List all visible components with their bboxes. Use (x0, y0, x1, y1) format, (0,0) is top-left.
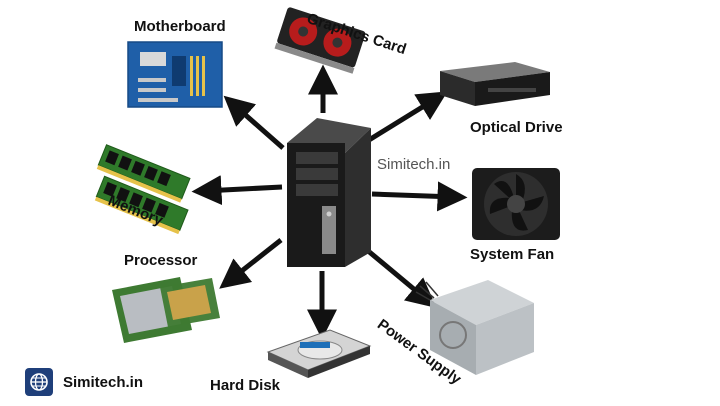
processor-image (112, 277, 220, 343)
label-motherboard: Motherboard (134, 18, 226, 35)
arrow-processor (219, 238, 283, 289)
motherboard-image (127, 41, 223, 108)
watermark-text: Simitech.in (377, 156, 451, 173)
arrow-motherboard (223, 95, 285, 150)
brand-name: Simitech.in (63, 373, 144, 391)
globe-icon (25, 368, 53, 396)
label-optical-drive: Optical Drive (470, 119, 563, 136)
arrow-system-fan (371, 181, 468, 212)
hard-disk-image (266, 329, 372, 378)
brand: Simitech.in (25, 368, 143, 396)
system-fan-image (472, 168, 560, 240)
power-supply-image (415, 280, 534, 375)
arrow-power-supply (365, 248, 437, 309)
arrow-optical-drive (367, 91, 448, 143)
memory-image (94, 144, 191, 235)
optical-drive-image (440, 62, 550, 106)
label-processor: Processor (124, 252, 198, 269)
graphics-card-image (274, 7, 366, 74)
computer-tower (287, 118, 371, 267)
label-system-fan: System Fan (470, 246, 555, 263)
label-hard-disk: Hard Disk (210, 377, 281, 394)
arrow-memory (191, 175, 283, 206)
arrows (191, 64, 468, 340)
